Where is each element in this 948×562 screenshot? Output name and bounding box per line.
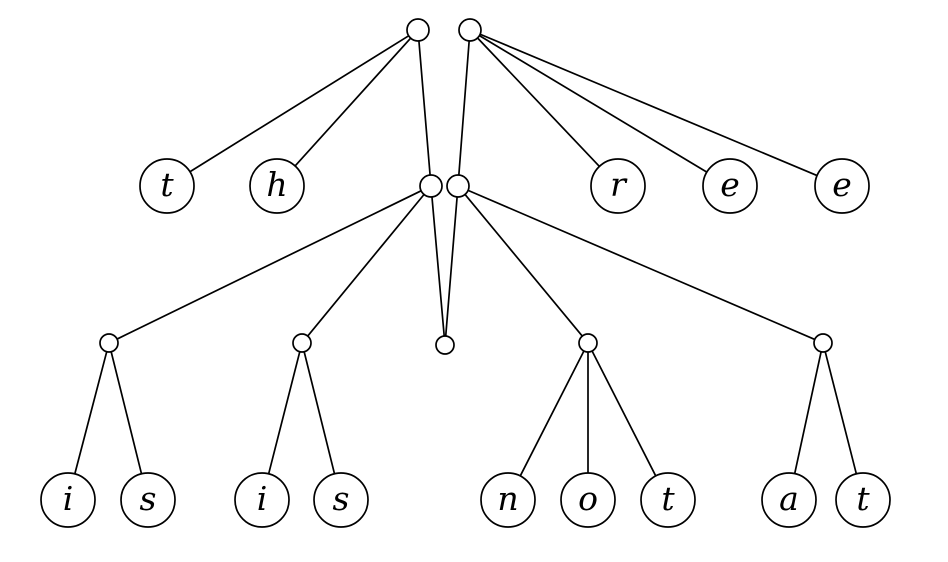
node-circle <box>139 158 195 214</box>
tree-edge <box>306 193 425 337</box>
node-circle <box>419 174 443 198</box>
node-circle <box>835 472 891 528</box>
node-label: e <box>832 165 852 204</box>
node-circle <box>702 158 758 214</box>
tree-internal-node[interactable] <box>813 333 833 353</box>
tree-edge <box>457 40 471 176</box>
tree-internal-node[interactable] <box>99 333 119 353</box>
node-circle <box>99 333 119 353</box>
tree-edge <box>824 350 858 475</box>
node-circle <box>249 158 305 214</box>
tree-edge <box>73 350 108 475</box>
tree-leaf-node-t[interactable]: t <box>640 472 696 528</box>
tree-edge <box>294 37 412 167</box>
node-label: e <box>720 165 740 204</box>
tree-internal-node[interactable] <box>578 333 598 353</box>
node-circle <box>435 335 455 355</box>
tree-edge <box>519 350 585 477</box>
node-label: t <box>661 479 675 518</box>
tree-edge <box>267 350 301 475</box>
node-label: i <box>63 479 74 518</box>
tree-edge <box>476 37 601 168</box>
node-label: o <box>578 479 598 518</box>
tree-edge <box>189 34 410 173</box>
tree-internal-node[interactable] <box>419 174 443 198</box>
node-circle <box>458 18 482 42</box>
tree-internal-node[interactable] <box>458 18 482 42</box>
tree-leaf-node-h[interactable]: h <box>249 158 305 214</box>
tree-internal-node[interactable] <box>292 333 312 353</box>
tree-leaf-node-i[interactable]: i <box>40 472 96 528</box>
node-label: a <box>779 479 799 518</box>
tree-edge <box>303 350 336 475</box>
node-label: t <box>160 165 174 204</box>
node-circle <box>640 472 696 528</box>
tree-edge <box>116 189 422 340</box>
node-circle <box>761 472 817 528</box>
tree-edge <box>418 40 431 176</box>
node-circle <box>590 158 646 214</box>
node-label: s <box>140 479 157 518</box>
node-label: i <box>257 479 268 518</box>
tree-edge <box>479 33 818 177</box>
node-label: t <box>856 479 870 518</box>
tree-leaf-node-s[interactable]: s <box>313 472 369 528</box>
tree-leaf-node-r[interactable]: r <box>590 158 646 214</box>
tree-leaf-node-i[interactable]: i <box>234 472 290 528</box>
node-circle <box>813 333 833 353</box>
tree-edge <box>591 350 657 477</box>
node-circle <box>120 472 176 528</box>
node-circle <box>446 174 470 198</box>
tree-internal-node[interactable] <box>446 174 470 198</box>
tree-edge <box>464 193 584 337</box>
tree-edge <box>444 196 458 337</box>
node-circle <box>814 158 870 214</box>
tree-leaf-node-e[interactable]: e <box>814 158 870 214</box>
tree-edge <box>467 189 816 341</box>
node-circle <box>406 18 430 42</box>
nodes-layer: t h r e e i s i s n o t a t <box>40 18 891 528</box>
node-circle <box>40 472 96 528</box>
tree-internal-node[interactable] <box>435 335 455 355</box>
node-circle <box>480 472 536 528</box>
tree-edge <box>793 350 822 475</box>
tree-leaf-node-e[interactable]: e <box>702 158 758 214</box>
tree-edge <box>431 196 446 337</box>
node-circle <box>578 333 598 353</box>
node-circle <box>292 333 312 353</box>
tree-internal-node[interactable] <box>406 18 430 42</box>
node-label: r <box>610 165 628 204</box>
node-label: n <box>497 479 518 518</box>
node-circle <box>313 472 369 528</box>
tree-leaf-node-o[interactable]: o <box>560 472 616 528</box>
node-circle <box>560 472 616 528</box>
node-circle <box>234 472 290 528</box>
tree-leaf-node-n[interactable]: n <box>480 472 536 528</box>
tree-leaf-node-a[interactable]: a <box>761 472 817 528</box>
edges-layer <box>73 33 858 477</box>
node-label: h <box>266 165 287 204</box>
tree-leaf-node-t[interactable]: t <box>835 472 891 528</box>
tree-leaf-node-t[interactable]: t <box>139 158 195 214</box>
tree-edge <box>478 34 708 173</box>
node-label: s <box>333 479 350 518</box>
tree-leaf-node-s[interactable]: s <box>120 472 176 528</box>
tree-edge <box>110 350 143 475</box>
